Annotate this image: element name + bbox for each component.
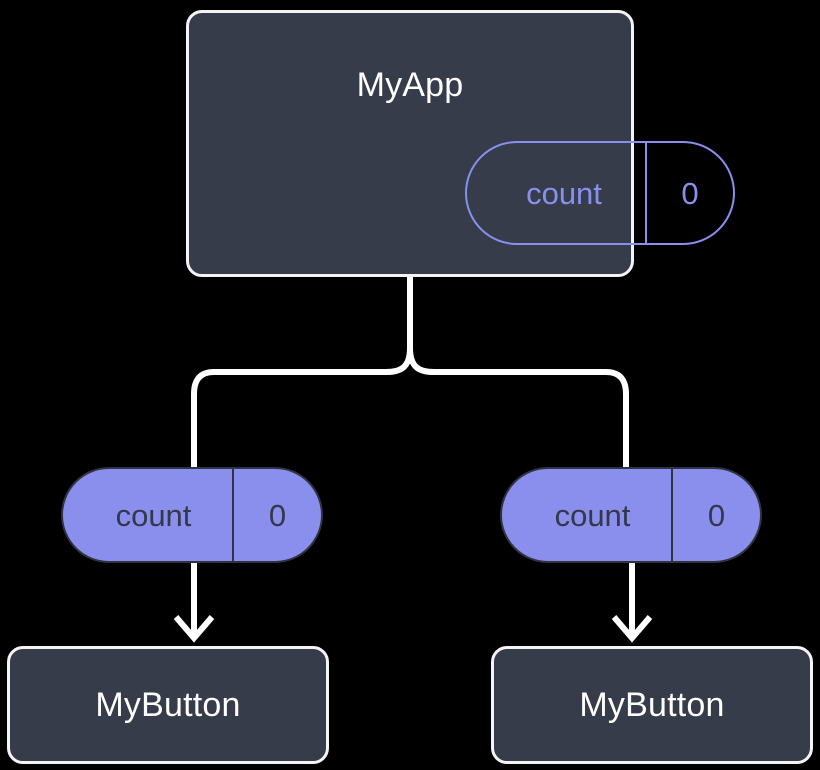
state-pill-myapp[interactable]: count 0 [465, 141, 735, 245]
state-pill-key: count [554, 497, 631, 533]
state-pill-value: 0 [232, 469, 321, 561]
state-pill-value: 0 [645, 143, 733, 243]
component-node-myapp[interactable]: MyApp count 0 [186, 10, 735, 277]
component-title-myapp: MyApp [356, 66, 464, 104]
state-pill-key: count [526, 175, 602, 211]
arrow-right-pill-to-button [611, 563, 653, 643]
state-pill-child-left[interactable]: count 0 [61, 467, 323, 563]
component-title-mybutton: MyButton [579, 686, 725, 724]
branch-arm-left [191, 345, 413, 470]
state-pill-value: 0 [671, 469, 760, 561]
arrow-left-pill-to-button [173, 563, 215, 643]
branch-connector [191, 274, 629, 470]
arrow-right-head [611, 615, 653, 643]
state-pill-key: count [115, 497, 192, 533]
state-pill-child-right[interactable]: count 0 [500, 467, 762, 563]
branch-arm-right [407, 345, 629, 470]
arrow-left-head [173, 615, 215, 643]
component-node-mybutton-left[interactable]: MyButton [7, 646, 329, 764]
component-node-mybutton-right[interactable]: MyButton [491, 646, 813, 764]
component-title-mybutton: MyButton [95, 686, 241, 724]
